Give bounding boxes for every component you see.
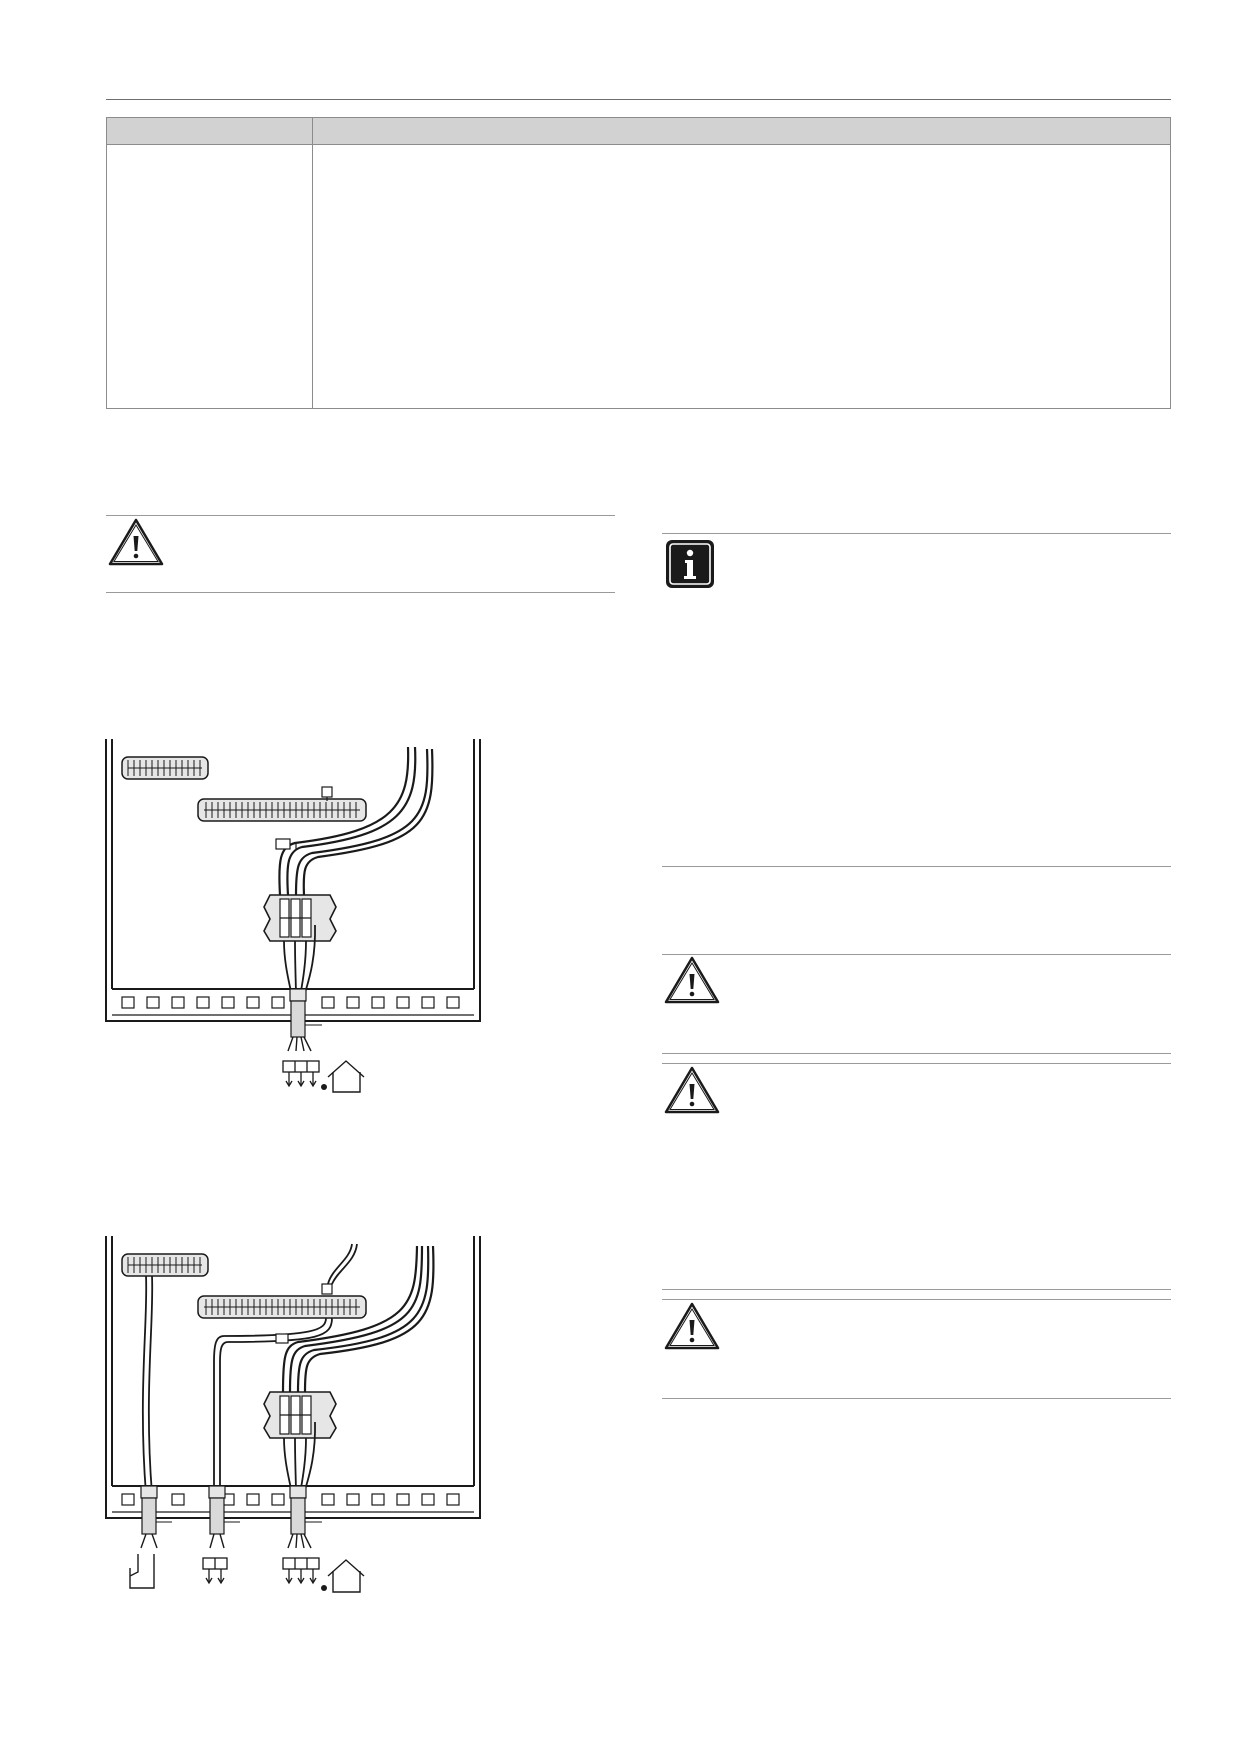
warning-triangle-icon [664,1302,720,1350]
house-icon [327,1559,365,1593]
house-icon [327,1060,365,1093]
info-icon [666,540,714,588]
cabinet-frame [105,1236,481,1519]
spec-table-divider [312,118,313,408]
connector-block [263,894,337,942]
terminal-arrows-icon [282,1060,320,1088]
switch-icon [129,1554,155,1589]
warning-triangle-icon [108,518,164,566]
terminal-strip-small [121,1253,209,1277]
cable-middle [213,1317,333,1494]
connector-block [263,1391,337,1439]
wiring-diagram-1 [105,739,481,1093]
spec-table-header [107,118,1170,145]
notice-top-rule [662,1299,1171,1300]
notice-top-rule [662,1063,1171,1064]
terminal-strip-large [197,1283,367,1319]
cable-bundle [281,1245,435,1393]
notice-bottom-rule [662,866,1171,867]
cable-gland [287,988,322,1052]
notice-top-rule [662,954,1171,955]
cable-gland [287,1485,322,1549]
notice-top-rule [106,515,615,516]
wiring-diagram-2 [105,1236,481,1593]
cable-gland [140,1485,172,1549]
notice-bottom-rule [662,1398,1171,1399]
header-rule [106,99,1171,100]
cabinet-frame [105,739,481,1022]
knockout-row [121,1493,460,1506]
knockout-row [121,996,460,1009]
spec-table [106,117,1171,409]
terminal-arrows-icon [202,1557,228,1585]
terminal-strip-small [121,756,209,780]
notice-bottom-rule [662,1053,1171,1054]
warning-triangle-icon [664,956,720,1004]
notice-top-rule [662,533,1171,534]
warning-triangle-icon [664,1066,720,1114]
cable-bundle [278,746,434,896]
notice-bottom-rule [106,592,615,593]
terminal-strip-large [197,786,367,822]
notice-bottom-rule [662,1289,1171,1290]
terminal-arrows-icon [282,1557,320,1585]
cable-gland [208,1485,240,1549]
cable-switch [141,1275,154,1495]
